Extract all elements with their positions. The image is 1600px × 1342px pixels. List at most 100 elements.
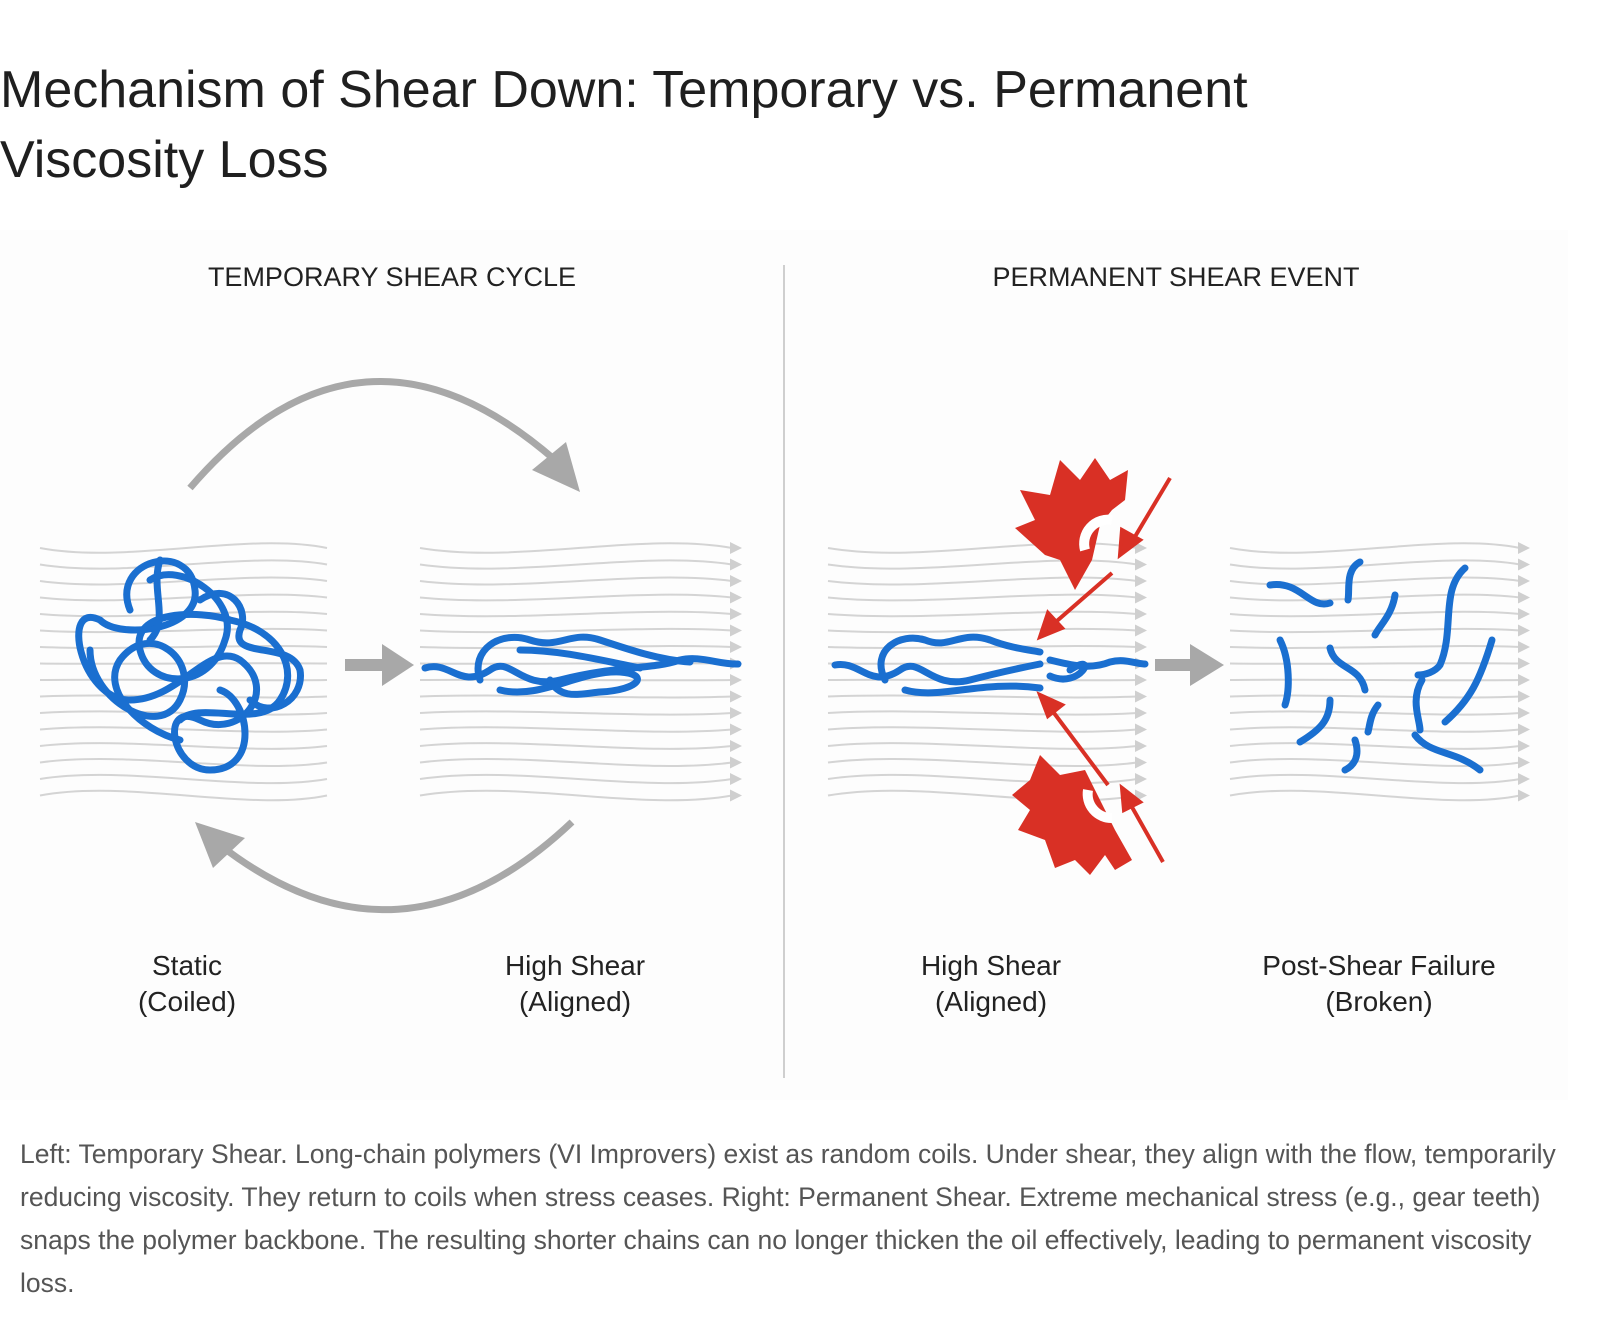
flow-line: [827, 610, 1138, 618]
stage-label-line1: Post-Shear Failure: [1262, 950, 1496, 981]
flow-arrowhead: [1518, 624, 1530, 637]
flow-line: [419, 742, 733, 750]
flow-arrowhead: [730, 756, 742, 769]
flow-arrowhead: [730, 690, 742, 703]
flow-arrowhead: [1518, 641, 1530, 653]
flow-arrowhead: [1518, 756, 1530, 769]
flow-line: [827, 726, 1138, 733]
coiled-polymer: [75, 556, 304, 774]
flow-arrowhead: [1135, 608, 1147, 620]
flow-arrowhead: [730, 575, 742, 587]
flow-arrowhead: [1518, 542, 1530, 554]
flow-line: [1229, 576, 1521, 586]
flow-line: [419, 627, 733, 634]
transition-arrow-right: [1155, 644, 1224, 686]
flow-arrowhead: [730, 674, 742, 686]
flow-arrowhead: [1135, 624, 1147, 637]
aligned-polymer-left: [421, 633, 742, 698]
flow-line: [1229, 610, 1521, 618]
stage-label-line1: High Shear: [920, 950, 1062, 981]
flow-line: [39, 645, 328, 649]
flow-line: [827, 559, 1138, 570]
flow-line: [419, 710, 733, 716]
flow-line: [419, 542, 733, 554]
stage-label-static: Static (Coiled): [7, 948, 367, 1020]
flow-arrowhead: [730, 542, 742, 554]
flow-arrowhead: [1135, 773, 1147, 785]
flow-line: [827, 542, 1138, 554]
broken-polymer-fragments: [1266, 558, 1496, 774]
flow-arrowhead: [730, 789, 742, 802]
flow-arrowhead: [1518, 690, 1530, 703]
flow-line: [419, 758, 733, 767]
gear-top-icon: [1015, 458, 1128, 590]
flow-line: [419, 773, 733, 785]
heading-temporary-shear: TEMPORARY SHEAR CYCLE: [207, 262, 577, 292]
flow-arrowhead: [1518, 707, 1530, 719]
stage-label-line2: (Aligned): [518, 986, 632, 1017]
flow-line: [1229, 773, 1521, 785]
flow-arrowhead: [1518, 723, 1530, 736]
stage-label-high-shear-left: High Shear (Aligned): [395, 948, 755, 1020]
flow-arrowhead: [730, 723, 742, 736]
stage-label-line2: (Aligned): [934, 986, 1048, 1017]
flow-line: [1229, 726, 1521, 733]
stage-label-post-shear-failure: Post-Shear Failure (Broken): [1199, 948, 1559, 1020]
flow-arrowhead: [730, 558, 742, 571]
flow-line: [827, 694, 1138, 699]
flow-line: [39, 789, 328, 802]
flow-arrowhead: [1518, 591, 1530, 604]
flow-arrowhead: [1135, 707, 1147, 719]
flow-arrowhead: [1135, 756, 1147, 769]
page-title: Mechanism of Shear Down: Temporary vs. P…: [0, 61, 1248, 189]
flow-line: [1229, 542, 1521, 554]
flow-arrowhead: [1518, 789, 1530, 802]
flow-line: [1229, 645, 1521, 649]
stress-arrows: [1036, 476, 1172, 863]
flow-line: [419, 593, 733, 602]
flow-arrowhead: [1518, 558, 1530, 571]
flow-arrowhead: [1135, 674, 1147, 686]
flow-line: [419, 610, 733, 618]
stage-label-high-shear-right: High Shear (Aligned): [811, 948, 1171, 1020]
flow-arrowhead: [1518, 773, 1530, 785]
flow-arrowhead: [730, 591, 742, 604]
flow-arrowhead: [1135, 575, 1147, 587]
flow-arrowhead: [1518, 740, 1530, 752]
flow-line: [39, 773, 328, 785]
flow-line: [39, 559, 328, 570]
stage-label-line1: Static: [151, 950, 223, 981]
flow-arrowhead: [730, 773, 742, 785]
cycle-arrow-bottom: [195, 819, 575, 914]
flow-line: [419, 576, 733, 586]
flow-arrowhead: [1135, 591, 1147, 604]
flow-line: [827, 645, 1138, 649]
flow-arrowhead: [1135, 542, 1147, 554]
flow-line: [827, 758, 1138, 767]
flow-line: [1229, 758, 1521, 767]
flow-arrowhead: [1135, 690, 1147, 703]
flow-arrowhead: [730, 740, 742, 752]
flow-line: [419, 645, 733, 649]
flow-line: [827, 773, 1138, 785]
flow-line: [827, 789, 1138, 802]
flow-arrowhead: [730, 641, 742, 653]
flow-line: [39, 593, 328, 602]
stage-label-line2: (Broken): [1325, 986, 1433, 1017]
flow-line: [419, 662, 733, 665]
flow-line: [39, 742, 328, 750]
flow-line: [827, 593, 1138, 602]
flow-line: [827, 710, 1138, 716]
flow-line: [39, 726, 328, 733]
flow-line: [419, 726, 733, 733]
stage-label-line1: High Shear: [504, 950, 646, 981]
flow-arrowhead: [730, 707, 742, 719]
flow-arrowhead: [1518, 657, 1530, 670]
flow-line: [1229, 678, 1521, 682]
flow-line: [827, 742, 1138, 750]
flow-arrowhead: [730, 624, 742, 637]
flow-line: [1229, 742, 1521, 750]
flow-line: [419, 789, 733, 802]
flow-arrowhead: [1518, 608, 1530, 620]
